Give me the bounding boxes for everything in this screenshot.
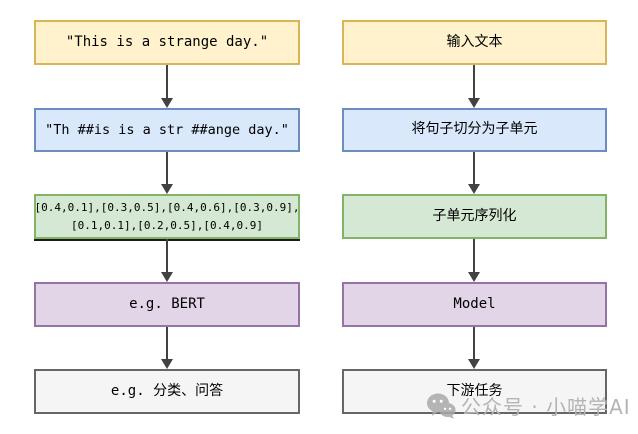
watermark: 公众号 · 小喵学AI [426,391,631,420]
node-process-downstream-tasks: 下游任务 [342,369,607,414]
node-process-input-text: 输入文本 [342,20,607,65]
node-label: "Th ##is is a str ##ange day." [45,121,289,138]
arrow-shaft [473,152,475,184]
arrow-down [160,239,174,282]
arrow-shaft [166,327,168,359]
arrowhead-icon [468,272,480,282]
arrow-shaft [473,327,475,359]
arrowhead-icon [161,184,173,194]
arrow-down [160,152,174,194]
watermark-text: 公众号 · 小喵学AI [461,395,631,419]
node-process-split-subunits: 将句子切分为子单元 [342,108,607,152]
node-process-model: Model [342,282,607,327]
arrowhead-icon [468,184,480,194]
arrowhead-icon [468,359,480,369]
arrow-down [467,65,481,108]
arrowhead-icon [161,98,173,108]
node-label: "This is a strange day." [65,33,269,50]
arrow-shaft [473,239,475,272]
node-example-downstream-tasks: e.g. 分类、问答 [34,369,300,414]
node-label: 输入文本 [446,33,503,50]
node-label: 将句子切分为子单元 [411,121,538,138]
vector-line-2: [0.1,0.1],[0.2,0.5],[0.4,0.9] [70,218,264,232]
node-example-vectors: [0.4,0.1],[0.3,0.5],[0.4,0.6],[0.3,0.9],… [34,194,300,239]
arrowhead-icon [161,359,173,369]
node-label: e.g. 分类、问答 [110,382,224,399]
node-process-serialize-subunits: 子单元序列化 [342,194,607,239]
arrow-down [467,239,481,282]
node-label: Model [453,295,496,312]
arrow-down [467,152,481,194]
node-example-input-sentence: "This is a strange day." [34,20,300,65]
node-example-tokenized-sentence: "Th ##is is a str ##ange day." [34,108,300,152]
arrowhead-icon [161,272,173,282]
node-example-model-bert: e.g. BERT [34,282,300,327]
arrow-down [160,327,174,369]
arrow-shaft [473,65,475,98]
node-label: e.g. BERT [129,295,205,312]
node-label: 子单元序列化 [432,207,517,224]
arrow-shaft [166,239,168,272]
vector-line-1: [0.4,0.1],[0.3,0.5],[0.4,0.6],[0.3,0.9], [34,201,300,215]
wechat-icon [426,392,456,420]
node-label: 下游任务 [446,382,503,399]
arrow-down [467,327,481,369]
arrow-shaft [166,65,168,98]
arrowhead-icon [468,98,480,108]
arrow-shaft [166,152,168,184]
arrow-down [160,65,174,108]
